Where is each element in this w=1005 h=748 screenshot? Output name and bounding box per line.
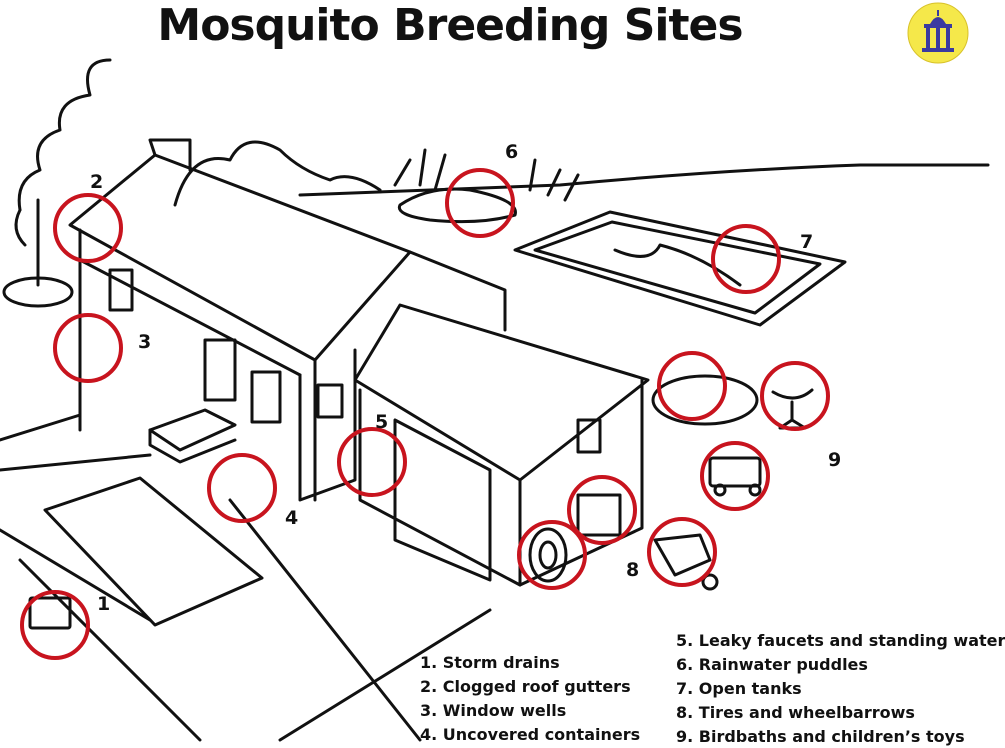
marker-number-8: 8 (626, 559, 639, 581)
marker-circle-open-tank (711, 224, 781, 294)
horizon-line (298, 163, 990, 197)
tire (528, 527, 568, 583)
marker-number-2: 2 (90, 171, 103, 193)
wheelbarrow (653, 533, 712, 577)
kiddie-pool (651, 374, 759, 426)
legend-item: 6. Rainwater puddles (676, 655, 868, 674)
page-title: Mosquito Breeding Sites (157, 0, 743, 51)
marker-number-9: 9 (828, 449, 841, 471)
pond (397, 187, 517, 224)
pool (513, 210, 847, 327)
marker-circle-tires-wheelbarrow (517, 520, 587, 590)
marker-number-1: 1 (97, 593, 110, 615)
storm-drain-grate (28, 596, 72, 630)
marker-circle-birdbath-toys (760, 361, 830, 431)
marker-circle-extra-3 (567, 475, 637, 545)
garage-illustration (353, 303, 650, 587)
legend-item: 2. Clogged roof gutters (420, 677, 631, 696)
marker-circle-extra-4 (647, 517, 717, 587)
marker-layer: 1 2 3 4 5 6 7 8 9 (20, 141, 841, 660)
marker-circle-storm-drain (20, 590, 90, 660)
marker-number-3: 3 (138, 331, 151, 353)
marker-number-4: 4 (285, 507, 298, 529)
tree-illustration (2, 58, 112, 308)
legend-item: 1. Storm drains (420, 653, 560, 672)
house-illustration (68, 138, 507, 502)
legend-item: 8. Tires and wheelbarrows (676, 703, 915, 722)
wagon (708, 456, 762, 488)
legend-item: 9. Birdbaths and children’s toys (676, 727, 965, 746)
marker-number-6: 6 (505, 141, 518, 163)
marker-circle-rainwater-puddle (445, 168, 515, 238)
legend-item: 5. Leaky faucets and standing water (676, 631, 1005, 650)
driveway (43, 476, 264, 627)
shrubs (173, 140, 382, 207)
legend-item: 7. Open tanks (676, 679, 802, 698)
marker-circle-extra-1 (657, 351, 727, 421)
legend-item: 4. Uncovered containers (420, 725, 641, 744)
marker-circle-roof-gutter (53, 193, 123, 263)
marker-circle-window-well (53, 313, 123, 383)
legend-item: 3. Window wells (420, 701, 567, 720)
marker-circle-extra-2 (700, 441, 770, 511)
marker-circle-leaky-faucet (337, 427, 407, 497)
temple-emblem-icon (907, 2, 969, 64)
marker-circle-uncovered-container (207, 453, 277, 523)
marker-number-7: 7 (800, 231, 813, 253)
marker-number-5: 5 (375, 411, 388, 433)
